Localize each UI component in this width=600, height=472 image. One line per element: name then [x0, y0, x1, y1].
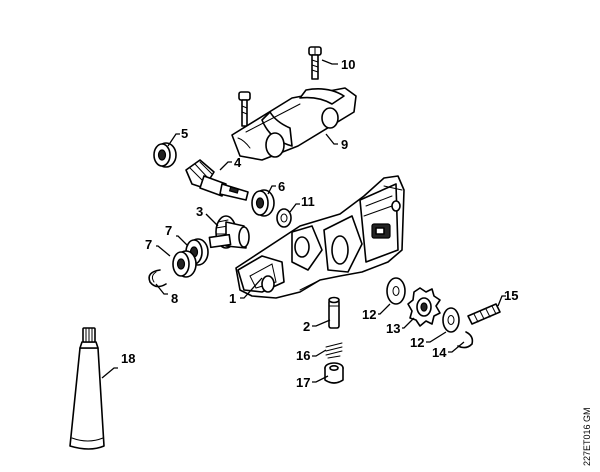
part-12-washer-upper — [386, 277, 406, 305]
part-10-screw — [308, 46, 322, 80]
part-9-bearing-cover — [231, 87, 357, 161]
part-6-ball-bearing — [251, 189, 275, 217]
part-7-ball-bearing-lower — [172, 250, 197, 278]
callout-18: 18 — [121, 351, 135, 366]
callout-4: 4 — [234, 155, 242, 170]
part-15-stud-bolt — [467, 303, 501, 325]
callout-12-upper: 12 — [362, 307, 376, 322]
callout-10: 10 — [341, 57, 355, 72]
part-16-spring — [325, 342, 343, 359]
callout-17: 17 — [296, 375, 310, 390]
part-5-ball-bearing — [153, 142, 177, 168]
part-11-washer — [276, 208, 292, 228]
part-13-sprocket — [407, 287, 441, 327]
callout-14: 14 — [432, 345, 447, 360]
callout-12-lower: 12 — [410, 335, 424, 350]
callout-8: 8 — [171, 291, 178, 306]
callout-7-lower: 7 — [145, 237, 152, 252]
callout-9: 9 — [341, 137, 348, 152]
callout-6: 6 — [278, 179, 285, 194]
callout-13: 13 — [386, 321, 400, 336]
callout-5: 5 — [181, 126, 188, 141]
document-id: 227ET016 GM — [582, 407, 592, 466]
part-4-gear-shaft — [185, 159, 249, 201]
part-1-gear-housing — [235, 175, 405, 299]
callout-3: 3 — [196, 204, 203, 219]
callout-16: 16 — [296, 348, 310, 363]
part-18-grease-tube — [69, 327, 105, 450]
callout-1: 1 — [229, 291, 236, 306]
callout-11: 11 — [301, 194, 315, 209]
leader-lines — [101, 59, 506, 383]
callout-2: 2 — [303, 319, 310, 334]
part-8-circlip — [148, 269, 167, 288]
part-17-bushing — [324, 362, 344, 384]
callout-7-upper: 7 — [165, 223, 172, 238]
callout-15: 15 — [504, 288, 518, 303]
part-2-pin — [328, 296, 340, 329]
part-12-washer-lower — [442, 307, 460, 333]
callout-labels: 10 9 5 4 6 11 3 7 7 8 1 2 16 17 12 13 12… — [121, 57, 518, 390]
part-3-bevel-gear — [208, 215, 250, 249]
